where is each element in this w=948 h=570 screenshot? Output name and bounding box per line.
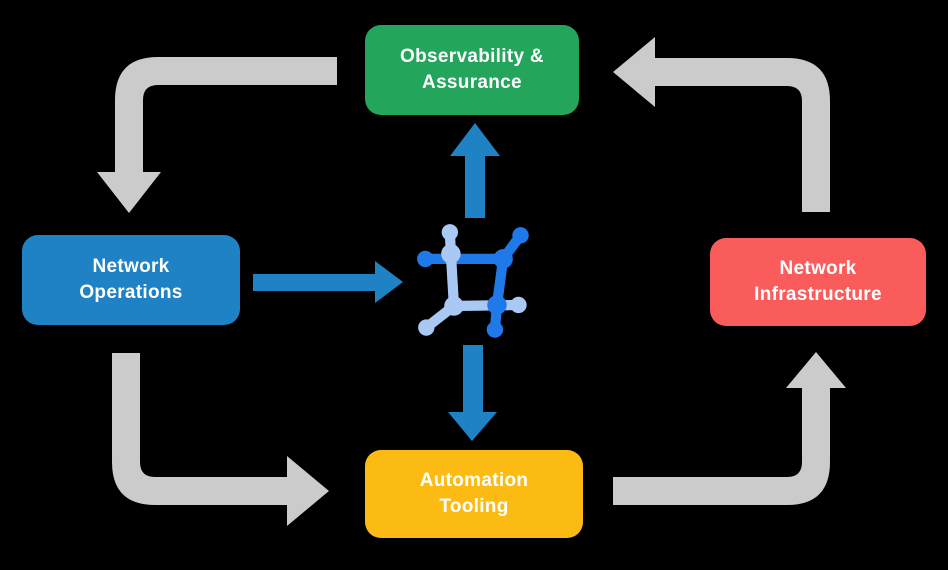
- arrow-operations-to-center: [253, 261, 403, 303]
- arrow-observability-to-operations: [97, 57, 337, 213]
- node-network-infrastructure: Network Infrastructure: [710, 238, 926, 326]
- arrow-infrastructure-to-observability: [613, 37, 830, 212]
- node-observability-assurance: Observability & Assurance: [365, 25, 579, 115]
- arrow-center-to-observability: [450, 123, 500, 218]
- node-network-operations: Network Operations: [22, 235, 240, 325]
- icon-dark-dots: [417, 227, 529, 338]
- arrow-operations-to-automation: [112, 353, 329, 526]
- node-automation-tooling: Automation Tooling: [365, 450, 583, 538]
- network-nodes-icon: [417, 224, 529, 338]
- arrow-automation-to-infrastructure: [613, 352, 846, 505]
- arrow-center-to-automation: [448, 345, 497, 441]
- icon-light-dots-left: [441, 224, 461, 264]
- icon-light-lines-left: [444, 227, 460, 312]
